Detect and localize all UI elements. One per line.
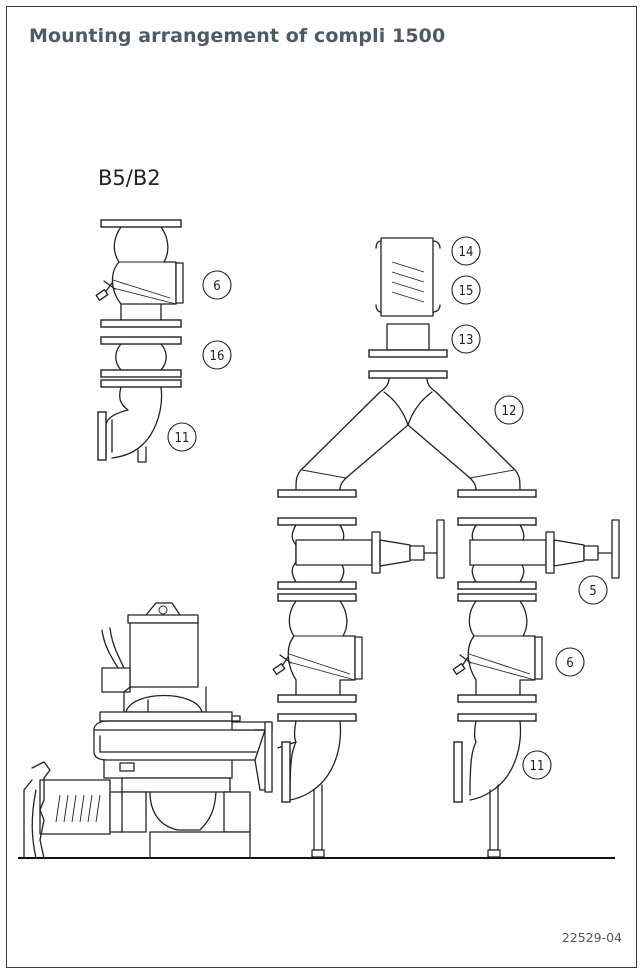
callout-11-right: 11 (522, 750, 552, 780)
gate-valve-left (277, 517, 445, 590)
pump-unit (19, 602, 273, 859)
check-valve-right (452, 593, 543, 703)
figure-title: Mounting arrangement of compli 1500 (29, 25, 446, 47)
callout-13: 13 (451, 324, 481, 354)
gate-valve-right (457, 517, 620, 590)
callout-11-top: 11 (167, 422, 197, 452)
svg-text:6: 6 (213, 279, 220, 294)
svg-text:12: 12 (502, 404, 517, 419)
svg-text:13: 13 (459, 333, 474, 348)
check-valve-left (272, 593, 363, 703)
standalone-assembly (95, 219, 184, 463)
drawing-reference-number: 22529-04 (561, 930, 622, 945)
callout-14: 14 (451, 236, 481, 266)
elbow-left (277, 713, 357, 858)
callout-12: 12 (494, 395, 524, 425)
callout-6-right: 6 (555, 647, 585, 677)
svg-text:6: 6 (566, 656, 573, 671)
configuration-label: B5/B2 (98, 166, 161, 190)
elbow-right (453, 713, 537, 858)
callout-5: 5 (578, 575, 608, 605)
svg-text:5: 5 (589, 584, 596, 599)
guide-pipe-assembly (368, 237, 448, 379)
y-pipe (277, 377, 537, 498)
svg-text:11: 11 (530, 759, 545, 774)
svg-text:14: 14 (459, 245, 474, 260)
callout-6-top: 6 (202, 270, 232, 300)
svg-text:16: 16 (210, 349, 225, 364)
svg-text:11: 11 (175, 431, 190, 446)
callout-15: 15 (451, 275, 481, 305)
svg-text:15: 15 (459, 284, 474, 299)
callout-16: 16 (202, 340, 232, 370)
